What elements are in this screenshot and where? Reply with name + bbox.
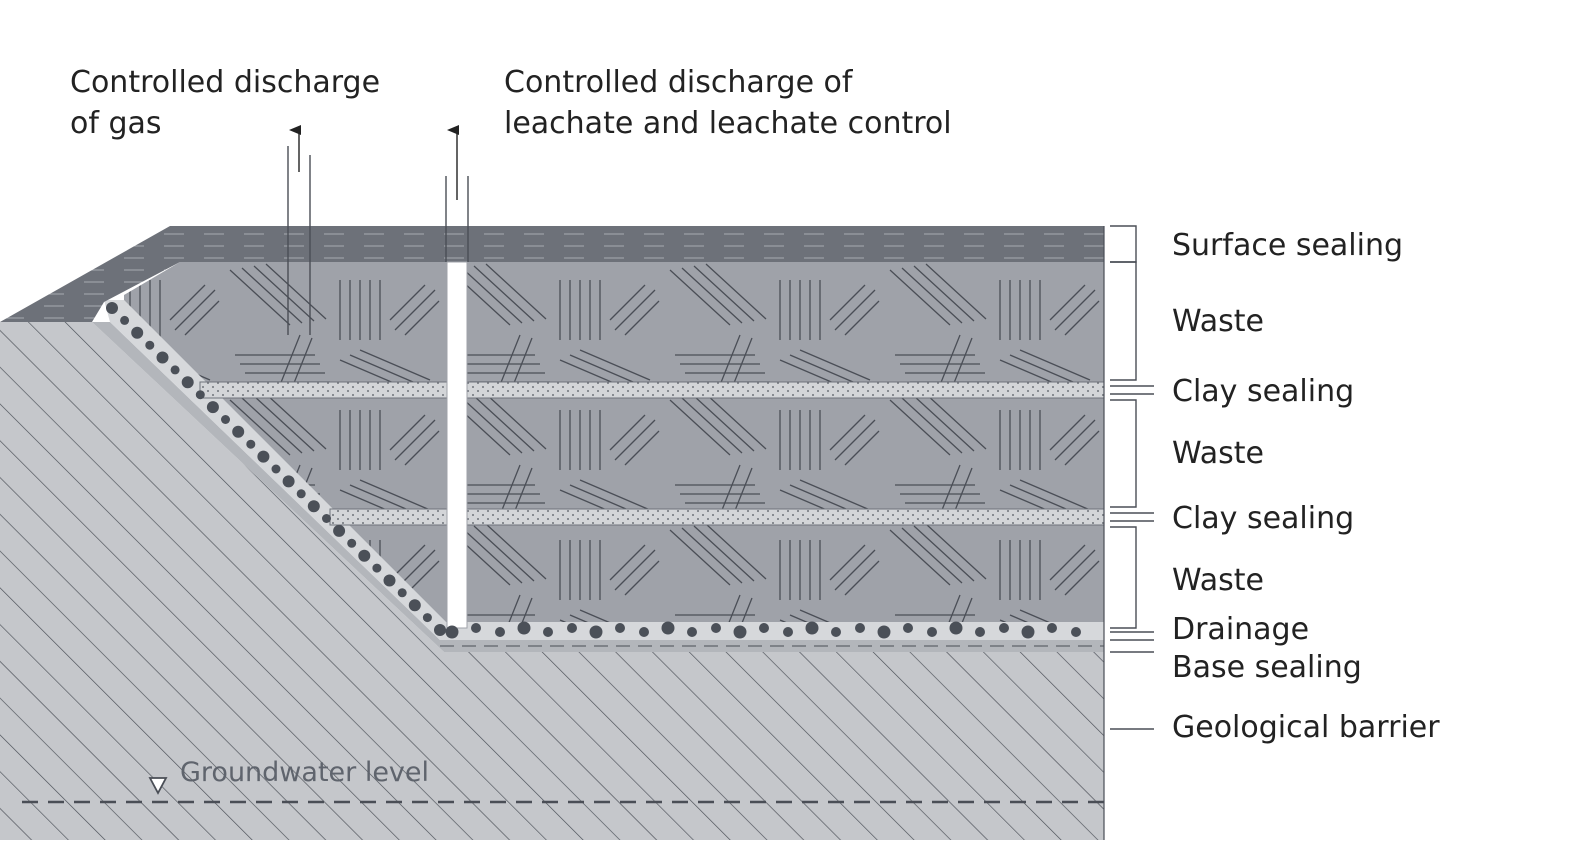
leachate-discharge-label: Controlled discharge of leachate and lea… <box>504 62 952 144</box>
gravel-stone <box>170 365 180 375</box>
bracket-waste-2 <box>1110 399 1137 508</box>
leachate-discharge-lines <box>445 125 469 262</box>
gravel-stone <box>120 315 130 325</box>
label-drainage: Drainage <box>1172 612 1310 647</box>
gravel-stone <box>1071 627 1081 637</box>
gravel-stone <box>949 621 963 635</box>
surface-sealing-area <box>0 226 1104 322</box>
gravel-stone <box>903 623 913 633</box>
groundwater-marker-icon <box>148 777 168 795</box>
gravel-stone <box>408 599 421 612</box>
gravel-stone <box>855 623 865 633</box>
layer-brackets <box>1110 225 1154 730</box>
label-waste-1: Waste <box>1172 304 1264 339</box>
gravel-stone <box>271 464 281 474</box>
gravel-stone <box>181 376 194 389</box>
gravel-stone <box>661 621 675 635</box>
gravel-stone <box>246 439 256 449</box>
gravel-stone <box>156 351 169 364</box>
label-base-sealing: Base sealing <box>1172 650 1362 685</box>
gravel-stone <box>759 623 769 633</box>
gravel-stone <box>567 623 577 633</box>
leachate-discharge-line1: Controlled discharge of <box>504 65 853 100</box>
gravel-stone <box>445 625 459 639</box>
gravel-stone <box>639 627 649 637</box>
label-clay-sealing-1: Clay sealing <box>1172 374 1355 409</box>
gravel-stone <box>687 627 697 637</box>
gravel-stone <box>517 621 531 635</box>
drainage-area <box>104 300 1104 640</box>
waste-body <box>124 262 1104 622</box>
gravel-stone <box>296 489 306 499</box>
gravel-stone <box>1021 625 1035 639</box>
gravel-stone <box>975 627 985 637</box>
groundwater-label: Groundwater level <box>180 757 430 788</box>
gravel-stone <box>1047 623 1057 633</box>
gravel-stone <box>131 326 144 339</box>
gravel-stone <box>333 524 346 537</box>
bracket-waste-1 <box>1110 261 1137 381</box>
gravel-stone <box>543 627 553 637</box>
gravel-stone <box>999 623 1009 633</box>
gravel-stone <box>615 623 625 633</box>
gravel-stone <box>307 500 320 513</box>
gravel-stone <box>434 624 446 636</box>
clay-sealing-band-1 <box>199 381 1105 399</box>
gas-discharge-label: Controlled discharge of gas <box>70 62 380 144</box>
gravel-stone <box>383 574 396 587</box>
label-surface-sealing: Surface sealing <box>1172 228 1404 263</box>
gravel-stone <box>831 627 841 637</box>
label-clay-sealing-2: Clay sealing <box>1172 501 1355 536</box>
gravel-stone <box>257 450 270 463</box>
gravel-stone <box>145 340 155 350</box>
gas-discharge-line1: Controlled discharge <box>70 65 381 100</box>
gravel-stone <box>711 623 721 633</box>
gravel-stone <box>106 302 118 314</box>
gravel-stone <box>358 549 371 562</box>
gravel-stone <box>422 613 432 623</box>
gravel-stone <box>927 627 937 637</box>
gas-discharge-lines <box>287 125 311 335</box>
leachate-discharge-line2: leachate and leachate control <box>504 106 952 141</box>
label-waste-2: Waste <box>1172 436 1264 471</box>
clay-sealing-band-2 <box>329 508 1105 526</box>
bracket-surface-sealing <box>1110 225 1137 263</box>
label-geological-barrier: Geological barrier <box>1172 710 1440 745</box>
bracket-waste-3 <box>1110 526 1137 629</box>
gravel-stone <box>783 627 793 637</box>
gravel-stone <box>805 621 819 635</box>
gravel-stone <box>195 390 205 400</box>
gravel-stone <box>322 514 331 523</box>
gravel-stone <box>495 627 505 637</box>
gravel-stone <box>206 401 219 414</box>
gravel-stone <box>397 588 407 598</box>
gas-discharge-line2: of gas <box>70 106 162 141</box>
gravel-stone <box>372 563 382 573</box>
gravel-stone <box>232 425 245 438</box>
geological-barrier-area <box>0 322 1104 840</box>
drainage-gravel <box>106 302 1081 639</box>
gravel-stone <box>221 415 230 424</box>
gravel-stone <box>877 625 891 639</box>
gravel-stone <box>347 538 357 548</box>
gravel-stone <box>282 475 295 488</box>
gravel-stone <box>589 625 603 639</box>
label-waste-3: Waste <box>1172 563 1264 598</box>
leachate-pipe <box>446 261 468 629</box>
gravel-stone <box>733 625 747 639</box>
gravel-stone <box>471 623 481 633</box>
